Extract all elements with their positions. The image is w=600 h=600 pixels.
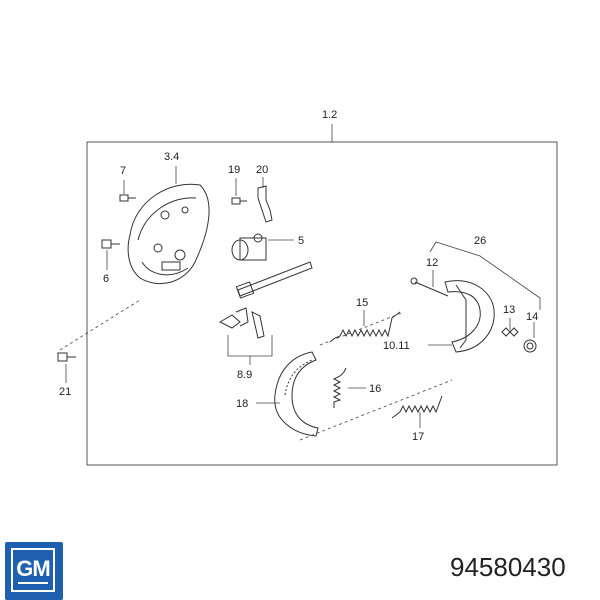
label-14: 14: [526, 311, 538, 323]
bolt-7-icon: [119, 194, 136, 202]
label-backing-plate: 3.4: [164, 151, 179, 163]
label-spring-15: 15: [356, 297, 368, 309]
label-12: 12: [426, 257, 438, 269]
label-bolt-7: 7: [120, 165, 126, 177]
adjuster-rod-icon: [235, 261, 313, 299]
leader-21-dashed: [59, 299, 141, 351]
spring-15-icon: [329, 311, 401, 343]
right-brake-shoe-icon: [444, 280, 495, 353]
label-cylinder: 5: [298, 235, 304, 247]
cap-14-icon: [523, 339, 537, 353]
label-assembly: 1.2: [322, 109, 337, 121]
gm-logo: GM: [5, 542, 63, 600]
label-spring-16: 16: [369, 383, 381, 395]
diagram-frame: [86, 141, 558, 466]
label-26: 26: [474, 235, 486, 247]
gm-logo-text: GM: [16, 556, 50, 581]
label-shoe-18: 18: [236, 398, 248, 410]
spring-13-icon: [501, 327, 519, 337]
gm-logo-frame: GM: [11, 548, 55, 592]
label-21: 21: [59, 386, 71, 398]
label-19: 19: [228, 164, 240, 176]
bracket-20-icon: [257, 185, 273, 223]
backing-plate: [127, 183, 210, 285]
wheel-cylinder-icon: [231, 233, 267, 261]
spring-16-icon: [332, 367, 347, 408]
adjuster-levers-icon: [218, 307, 265, 339]
leader-26: [429, 241, 541, 310]
label-13: 13: [503, 304, 515, 316]
label-spring-17: 17: [412, 431, 424, 443]
label-bolt-6: 6: [103, 273, 109, 285]
part-number: 94580430: [450, 552, 566, 582]
spring-17-icon: [391, 395, 443, 419]
label-shoe-10-11: 10.11: [383, 340, 410, 352]
bolt-6-icon: [101, 239, 120, 249]
label-20: 20: [256, 164, 268, 176]
gm-logo-underline: [18, 582, 48, 584]
leader-adjuster: [227, 335, 273, 357]
bolt-21-icon: [57, 352, 76, 362]
label-adjuster: 8.9: [237, 369, 252, 381]
pin-12-icon: [410, 277, 449, 297]
left-brake-shoe-icon: [274, 351, 319, 437]
bleeder-screw-icon: [231, 197, 247, 205]
